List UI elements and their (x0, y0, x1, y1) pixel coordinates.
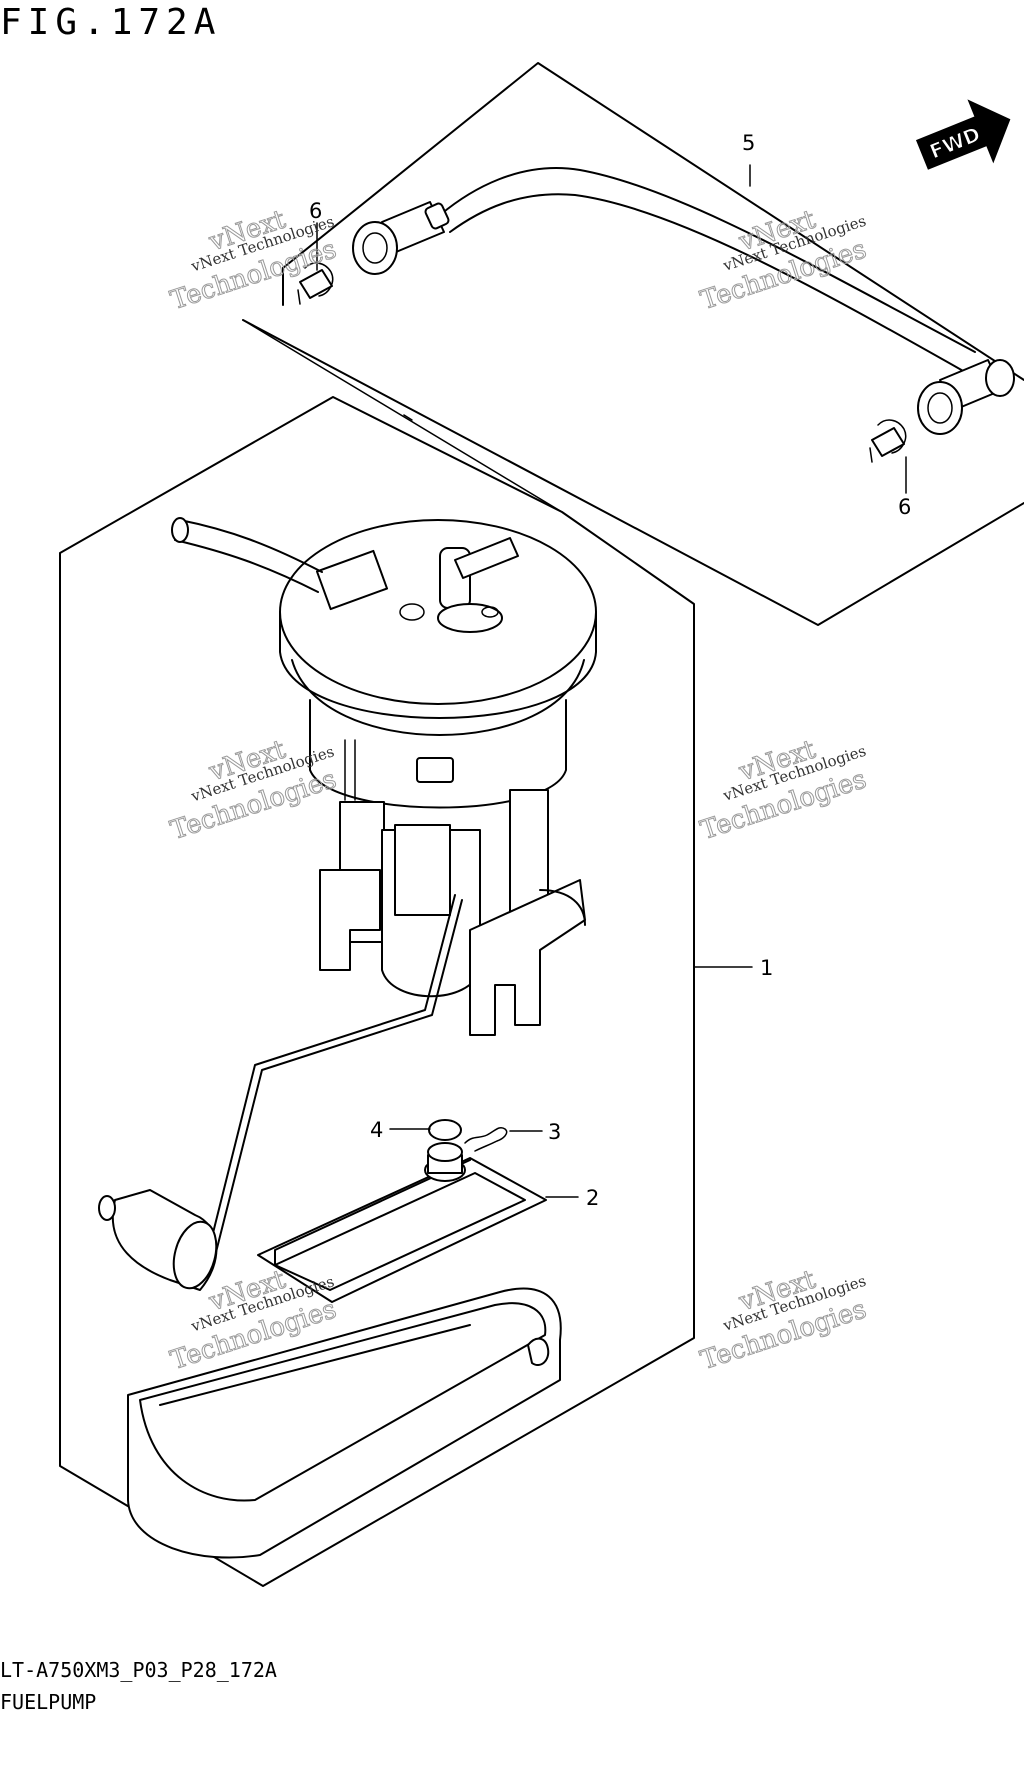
watermark-4: vNext Technologies vNext Technologies (697, 734, 871, 847)
watermark-3: vNext Technologies vNext Technologies (167, 734, 341, 847)
hose-clamp-left (297, 262, 334, 305)
callout-3: 3 (548, 1120, 561, 1144)
hose-assembly-box (242, 62, 1024, 626)
hose-clamp-right (869, 419, 907, 463)
fuel-pump-body (319, 739, 586, 1036)
fwd-arrow-icon: FWD (915, 99, 1011, 170)
spring-clip (464, 1126, 508, 1152)
fuel-tank-tray (127, 1287, 562, 1559)
watermark-6: vNext Technologies vNext Technologies (697, 1264, 871, 1377)
drawing-name: FUELPUMP (0, 1690, 97, 1714)
callout-4: 4 (370, 1118, 383, 1142)
fuel-hose (352, 167, 1015, 435)
fuel-pump-assembly-box (59, 396, 695, 1587)
callout-6-bottom: 6 (898, 495, 911, 519)
figure-title: FIG.172A (0, 2, 222, 43)
callout-5: 5 (742, 131, 755, 155)
o-ring (428, 1119, 462, 1141)
callout-6-top: 6 (309, 199, 322, 223)
leader-lines (316, 164, 907, 1198)
callout-2: 2 (586, 1186, 599, 1210)
fuel-filter (257, 1142, 547, 1303)
fuel-level-float (98, 894, 463, 1291)
callout-1: 1 (760, 956, 773, 980)
drawing-code: LT-A750XM3_P03_P28_172A (0, 1658, 277, 1682)
watermark-2: vNext Technologies vNext Technologies (697, 204, 871, 317)
fuel-pump-flange (171, 517, 597, 809)
